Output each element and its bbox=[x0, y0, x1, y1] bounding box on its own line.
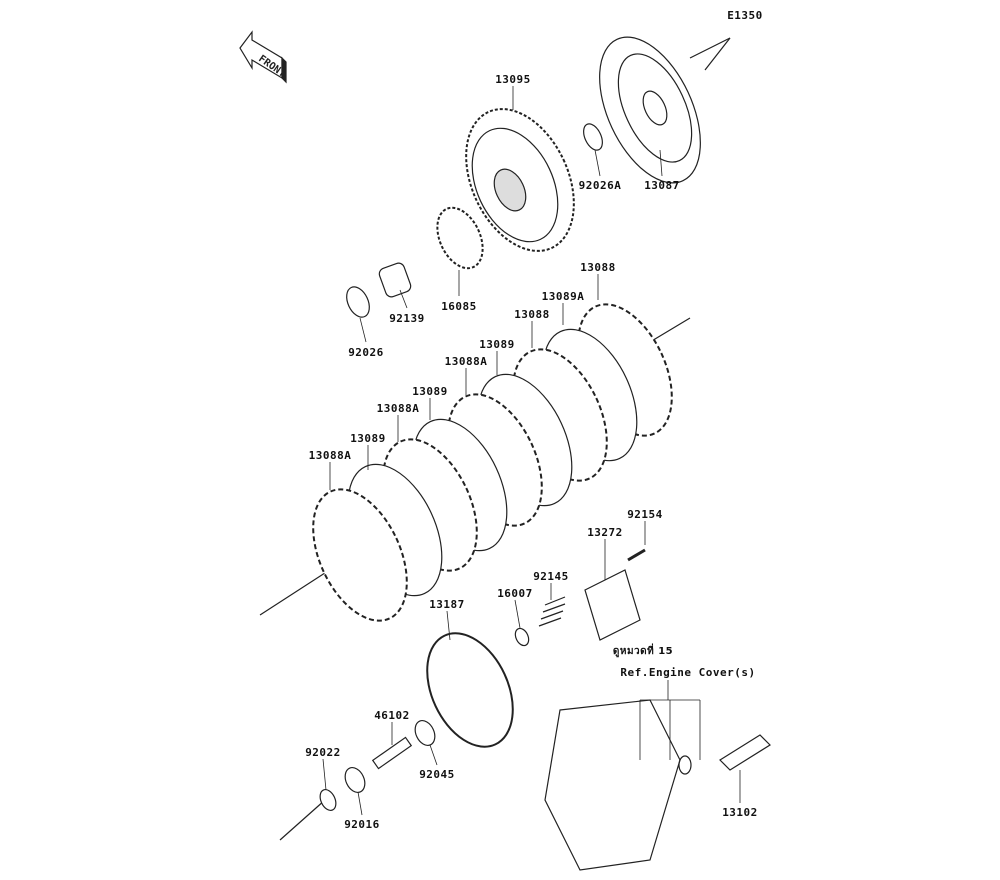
part-label: 92154 bbox=[627, 508, 663, 521]
clutch-plates bbox=[312, 303, 673, 622]
part-label: 13089 bbox=[479, 338, 515, 351]
sleeve-92139 bbox=[378, 262, 412, 298]
part-label: 13089 bbox=[350, 432, 386, 445]
part-label: 13272 bbox=[587, 526, 623, 539]
part-label: 92022 bbox=[305, 746, 341, 759]
ring-16007 bbox=[514, 627, 530, 647]
clutch-hub-13095 bbox=[465, 108, 575, 252]
rod-46102 bbox=[371, 736, 413, 770]
part-label: 13089 bbox=[412, 385, 448, 398]
part-label: 13088 bbox=[580, 261, 616, 274]
washer-92026 bbox=[346, 286, 370, 318]
washer-92026A bbox=[583, 123, 603, 151]
spring-92145 bbox=[538, 596, 566, 627]
bolt-92154 bbox=[627, 548, 646, 562]
part-label: 13187 bbox=[429, 598, 465, 611]
pressure-plate-13187 bbox=[426, 632, 514, 748]
clutch-housing-13087 bbox=[599, 36, 701, 184]
part-label: 13088A bbox=[376, 402, 420, 415]
part-label: 13102 bbox=[722, 806, 758, 819]
part-label: 13088 bbox=[514, 308, 550, 321]
bearing-92016 bbox=[344, 767, 366, 793]
bearing-92045 bbox=[414, 720, 436, 746]
part-label: 92026 bbox=[348, 346, 384, 359]
diagram-code: E1350 bbox=[727, 9, 763, 22]
part-label: 13088A bbox=[308, 449, 352, 462]
plate-13272 bbox=[584, 569, 641, 641]
engine-cover bbox=[544, 699, 681, 871]
front-arrow-icon: FRONT bbox=[239, 30, 287, 84]
part-label: 92045 bbox=[419, 768, 455, 781]
part-label: 16007 bbox=[497, 587, 533, 600]
part-label: 16085 bbox=[441, 300, 477, 313]
part-label: 13087 bbox=[644, 179, 680, 192]
reference-engine-cover: Ref.Engine Cover(s) bbox=[620, 666, 756, 679]
part-label: 13089A bbox=[541, 290, 585, 303]
part-label: 92026A bbox=[578, 179, 622, 192]
gear-16085 bbox=[436, 206, 484, 270]
washer-92022 bbox=[319, 789, 337, 811]
part-label: 92145 bbox=[533, 570, 569, 583]
part-label: 92016 bbox=[344, 818, 380, 831]
lever-13102 bbox=[719, 734, 771, 771]
part-label: 46102 bbox=[374, 709, 410, 722]
reference-thai: ดูหมวดที่ 15 bbox=[612, 646, 674, 657]
part-label: 13095 bbox=[495, 73, 531, 86]
seal bbox=[678, 755, 692, 775]
part-label: 13088A bbox=[444, 355, 488, 368]
part-label: 92139 bbox=[389, 312, 425, 325]
